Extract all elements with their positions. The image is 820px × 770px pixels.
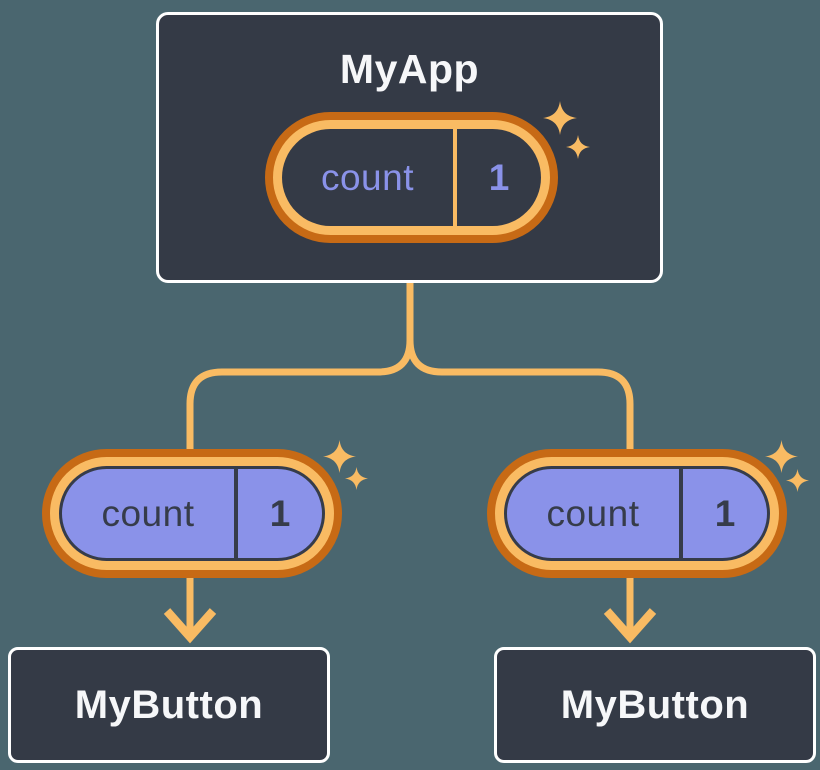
sparkle-icon — [566, 135, 590, 159]
prop-pill-right: count 1 — [487, 449, 787, 578]
component-box-mybutton-left: MyButton — [8, 647, 330, 763]
state-pill-root: count 1 — [265, 112, 558, 243]
prop-pill-inner: count 1 — [59, 466, 325, 561]
sparkle-icon — [786, 469, 809, 492]
prop-value: 1 — [269, 492, 291, 534]
prop-name: count — [546, 492, 640, 534]
state-name: count — [320, 156, 414, 198]
sparkle-icon — [345, 467, 368, 490]
arrowhead-right-icon — [603, 608, 657, 644]
pill-divider — [679, 469, 683, 558]
sparkle-icon — [323, 440, 356, 473]
component-box-mybutton-right: MyButton — [494, 647, 816, 763]
component-title: MyButton — [74, 682, 264, 727]
state-value: 1 — [488, 156, 510, 198]
prop-value: 1 — [714, 492, 736, 534]
prop-name: count — [101, 492, 195, 534]
sparkle-icon — [543, 101, 577, 135]
pill-divider — [453, 129, 457, 226]
arrowhead-left-icon — [163, 608, 217, 644]
prop-pill-left: count 1 — [42, 449, 342, 578]
component-title: MyButton — [560, 682, 750, 727]
pill-divider — [234, 469, 238, 558]
prop-pill-inner: count 1 — [504, 466, 770, 561]
component-title: MyApp — [339, 46, 480, 92]
state-pill-inner: count 1 — [282, 129, 541, 226]
sparkle-icon — [765, 440, 798, 473]
